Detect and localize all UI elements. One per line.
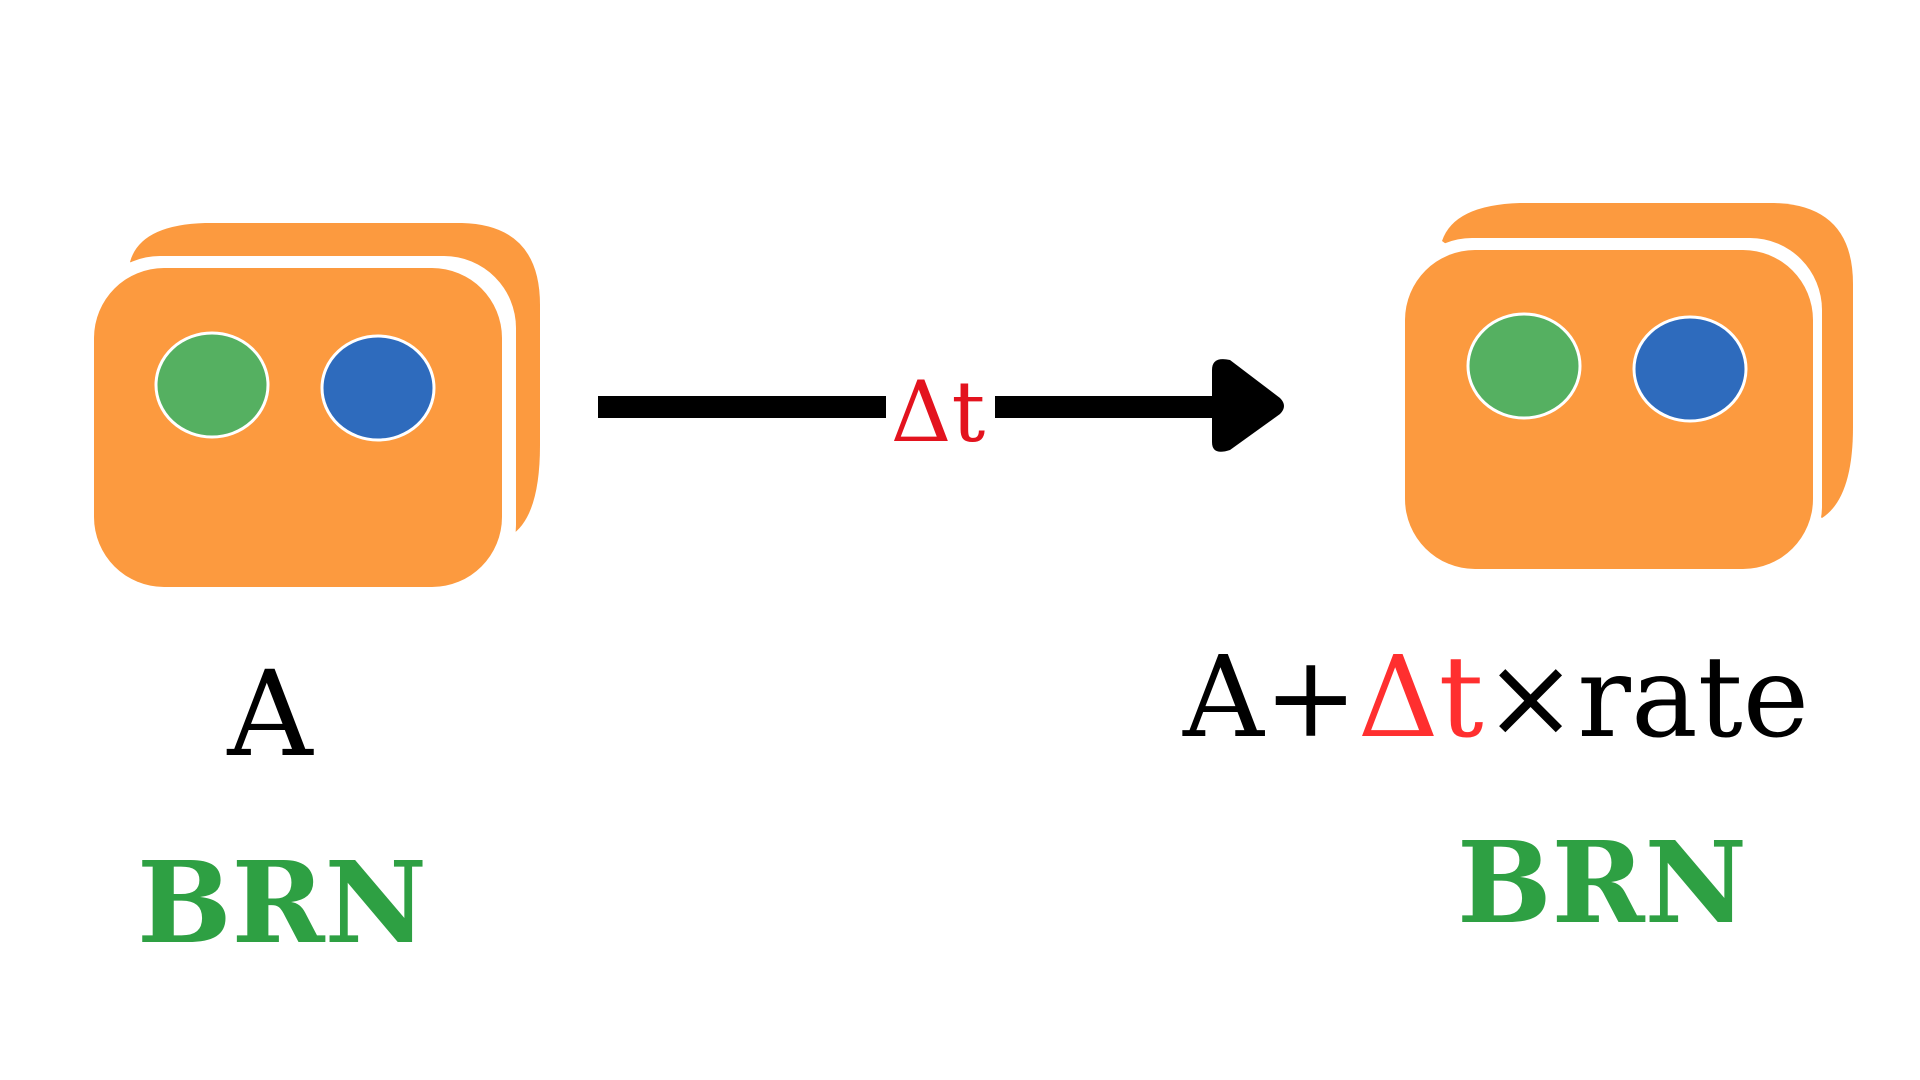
left-front-card <box>94 268 502 587</box>
arrow-shaft-left <box>598 396 886 418</box>
left-value-label: A <box>226 645 314 783</box>
left-green-dot <box>154 331 270 439</box>
left-blue-dot <box>320 334 436 442</box>
step-delta-label: Δt <box>891 363 986 461</box>
formula-delta: Δt <box>1358 633 1484 763</box>
right-blue-dot <box>1632 315 1748 423</box>
right-group-label: BRN <box>1457 818 1747 949</box>
right-green-dot <box>1466 312 1582 420</box>
left-card-stack <box>88 223 540 597</box>
left-group-label: BRN <box>137 838 427 969</box>
formula-prefix: A+ <box>1182 633 1358 763</box>
arrow-shaft-right <box>995 396 1225 418</box>
right-formula: A+Δt×rate <box>1182 633 1809 763</box>
right-card-stack <box>1400 203 1853 578</box>
transition-arrow: Δt <box>598 359 1284 461</box>
right-front-card <box>1405 250 1813 569</box>
formula-rate: ×rate <box>1484 633 1809 763</box>
arrow-head-icon <box>1212 359 1284 452</box>
